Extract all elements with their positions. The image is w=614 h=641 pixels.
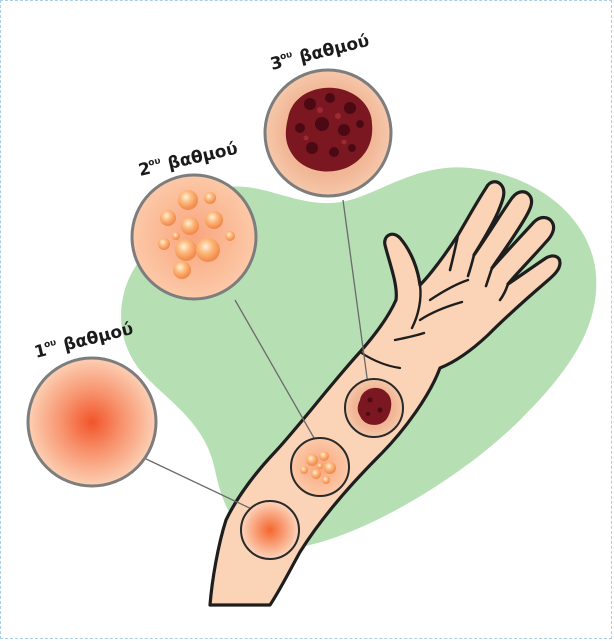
label-first-superscript: ου [43,338,57,351]
label-third-word: βαθμού [297,31,371,68]
second-degree-circle [132,175,256,299]
arm-burn-first [241,501,299,559]
label-first-word: βαθμού [61,319,135,356]
arm-burn-second [291,438,349,496]
arm-burn-third [345,379,403,437]
label-third-superscript: ου [279,50,293,63]
label-third-degree: 3 ου βαθμού [268,31,371,75]
label-second-superscript: ου [147,156,161,169]
third-degree-circle [265,70,391,196]
label-second-word: βαθμού [166,139,240,175]
first-degree-circle [28,358,156,486]
label-first-degree: 1 ου βαθμού [32,319,135,363]
